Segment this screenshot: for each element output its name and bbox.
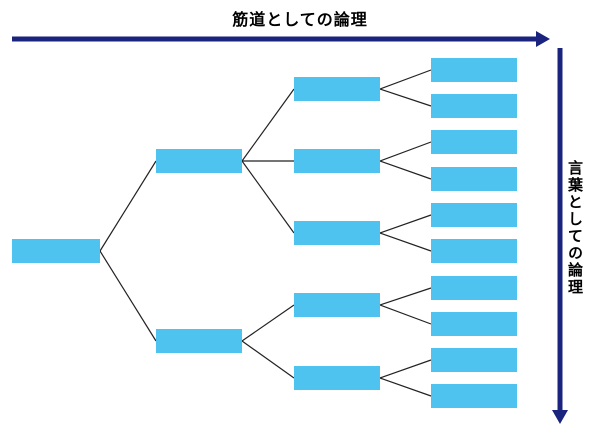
tree-node-leaf — [431, 276, 517, 300]
tree-node-leaf — [431, 384, 517, 408]
tree-node-level1 — [156, 149, 242, 173]
tree-node-leaf — [431, 203, 517, 227]
tree-node-leaf — [431, 130, 517, 154]
tree-node-leaf — [431, 94, 517, 118]
tree-node-leaf — [431, 167, 517, 191]
horizontal-arrow — [12, 31, 550, 47]
tree-node-level2 — [294, 221, 380, 245]
tree-node-leaf — [431, 312, 517, 336]
vertical-axis-label: 言葉としての論理 — [566, 160, 584, 296]
horizontal-axis-label: 筋道としての論理 — [232, 10, 368, 29]
vertical-arrow — [552, 48, 568, 424]
tree-node-level2 — [294, 77, 380, 101]
tree-node-root — [12, 239, 100, 263]
tree-node-level2 — [294, 366, 380, 390]
tree-node-level1 — [156, 329, 242, 353]
tree-node-leaf — [431, 348, 517, 372]
tree-node-level2 — [294, 293, 380, 317]
tree-connectors — [99, 69, 432, 397]
tree-node-level2 — [294, 149, 380, 173]
tree-node-leaf — [431, 239, 517, 263]
tree-node-leaf — [431, 58, 517, 82]
